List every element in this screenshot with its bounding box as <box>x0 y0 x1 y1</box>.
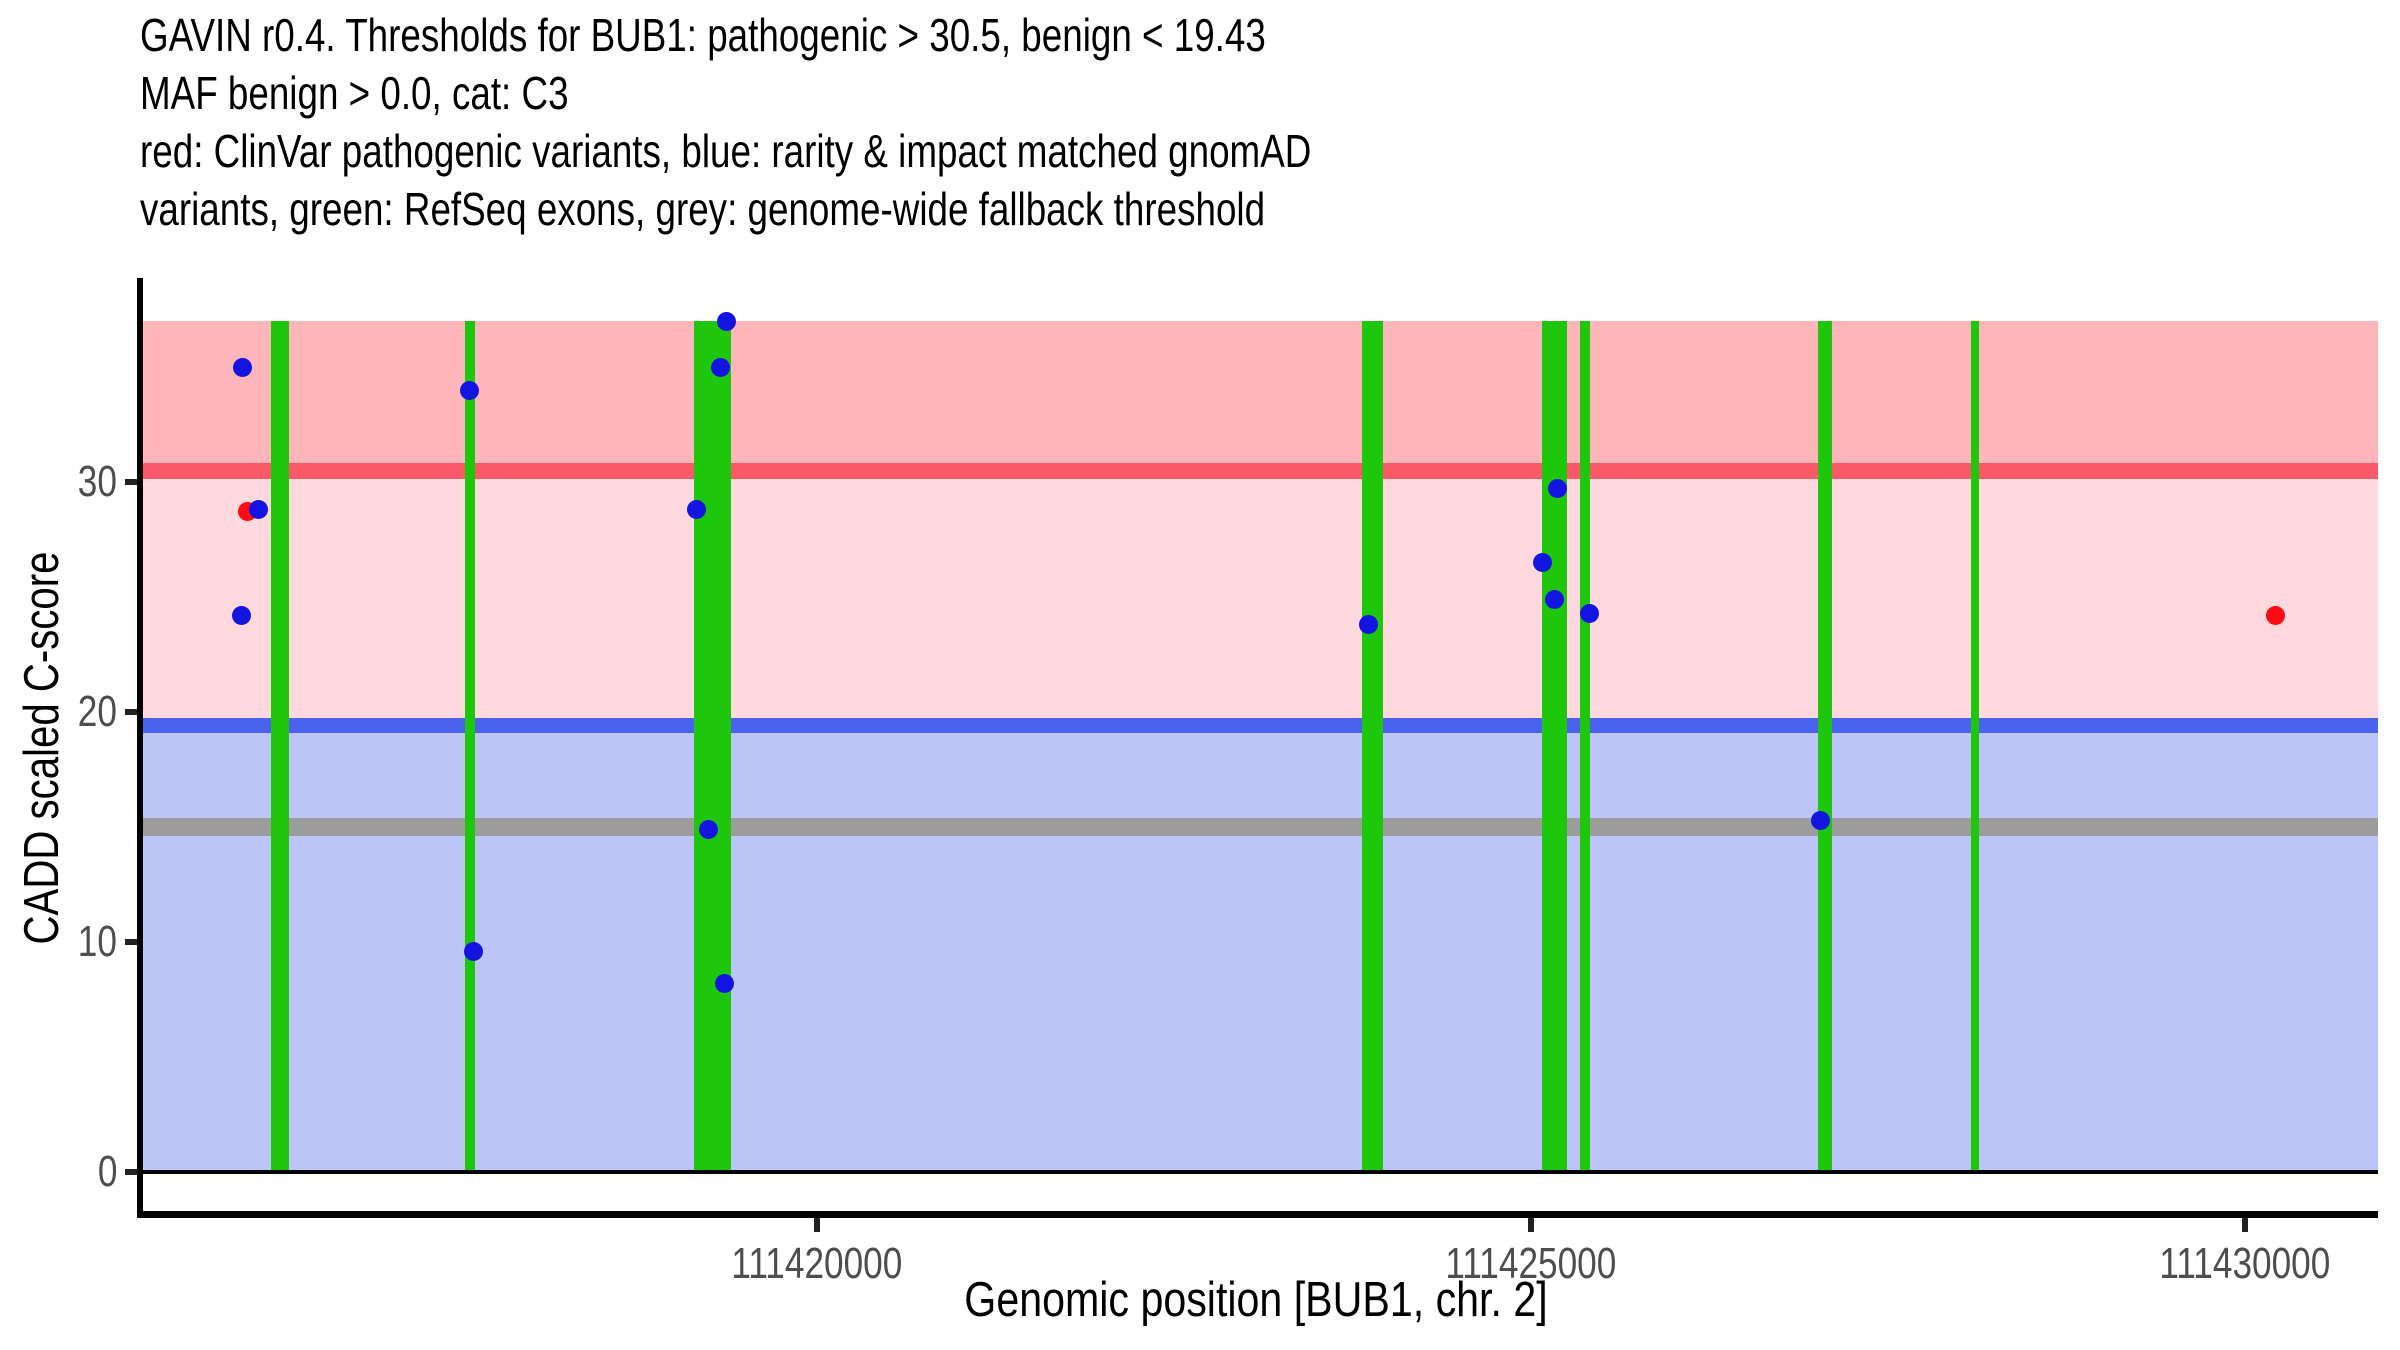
gnomad-variant-point <box>249 500 269 520</box>
gnomad-variant-point <box>463 941 483 961</box>
y-tick-mark <box>125 939 137 945</box>
gnomad-variant-point <box>233 357 253 377</box>
y-tick-label: 20 <box>77 687 117 736</box>
refseq-exon-bar <box>1542 321 1568 1172</box>
gnomad-variant-point <box>232 605 252 625</box>
refseq-exon-bar <box>465 321 475 1172</box>
x-tick-mark <box>2242 1218 2249 1232</box>
gnomad-variant-point <box>714 973 734 993</box>
benign-threshold-line <box>143 717 2378 733</box>
title-line-4: variants, green: RefSeq exons, grey: gen… <box>140 183 1266 235</box>
y-tick-mark <box>125 1169 137 1175</box>
refseq-exon-bar <box>271 321 290 1172</box>
x-tick-label: 111420000 <box>731 1239 903 1288</box>
fallback-threshold-line <box>143 818 2378 836</box>
title-line-2: MAF benign > 0.0, cat: C3 <box>140 67 569 119</box>
refseq-exon-bar <box>1818 321 1833 1172</box>
pathogenic-threshold-line <box>143 462 2378 479</box>
y-tick-mark <box>125 709 137 715</box>
refseq-exon-bar <box>1580 321 1590 1172</box>
gnomad-variant-point <box>1532 553 1552 572</box>
title-line-3: red: ClinVar pathogenic variants, blue: … <box>140 125 1312 177</box>
y-tick-label: 0 <box>97 1147 117 1196</box>
y-tick-label: 10 <box>77 917 117 966</box>
clinvar-variant-point <box>2265 605 2285 625</box>
x-axis-line <box>137 1211 2378 1218</box>
title-line-1: GAVIN r0.4. Thresholds for BUB1: pathoge… <box>140 9 1266 61</box>
gnomad-variant-point <box>1579 603 1599 623</box>
gnomad-variant-point <box>686 500 706 520</box>
gnomad-variant-point <box>1547 479 1567 499</box>
refseq-exon-bar <box>694 321 732 1172</box>
gnomad-variant-point <box>1358 615 1378 635</box>
zero-baseline <box>143 1170 2378 1174</box>
benign-region <box>143 725 2378 1172</box>
plot-title: GAVIN r0.4. Thresholds for BUB1: pathoge… <box>140 6 1604 238</box>
x-tick-mark <box>1528 1218 1535 1232</box>
refseq-exon-bar <box>1362 321 1384 1172</box>
x-tick-label: 111425000 <box>1445 1239 1617 1288</box>
gnomad-variant-point <box>1810 810 1830 830</box>
plot-panel: 0 10 20 30 111420000 111425000 111430000 <box>78 278 2378 1288</box>
gnomad-variant-point <box>698 819 718 839</box>
gnomad-variant-point <box>710 357 730 377</box>
pathogenic-region <box>143 321 2378 471</box>
refseq-exon-bar <box>1971 321 1980 1172</box>
y-axis-line <box>137 278 143 1218</box>
vus-region <box>143 470 2378 726</box>
x-axis-title: Genomic position [BUB1, chr. 2] <box>964 1273 1548 1327</box>
gnomad-variant-point <box>459 380 479 400</box>
y-tick-mark <box>125 479 137 485</box>
gnomad-variant-point <box>716 311 736 331</box>
x-tick-label: 111430000 <box>2159 1239 2331 1288</box>
x-tick-mark <box>814 1218 821 1232</box>
y-tick-label: 30 <box>77 457 117 506</box>
gnomad-variant-point <box>1544 589 1564 609</box>
